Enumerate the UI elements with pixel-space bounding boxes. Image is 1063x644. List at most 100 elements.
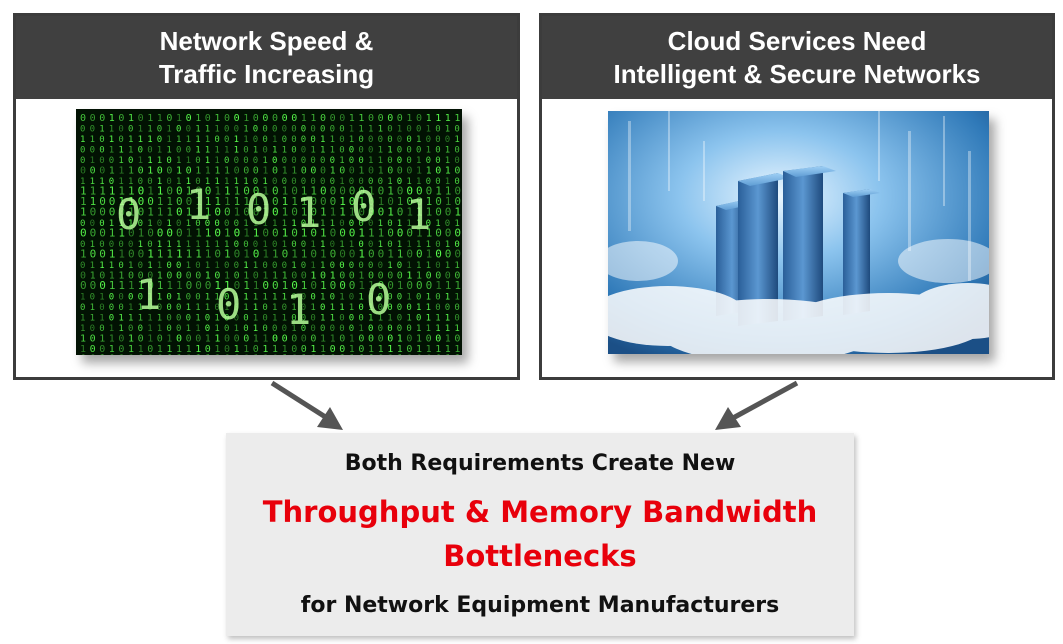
svg-text:0: 0 [282,135,287,145]
svg-text:0: 0 [435,206,442,219]
svg-text:1: 1 [454,344,460,355]
svg-text:1: 1 [166,195,173,208]
svg-text:0: 0 [224,135,229,145]
svg-text:0: 0 [310,206,317,219]
svg-text:0: 0 [358,334,364,345]
svg-text:1: 1 [109,279,116,292]
svg-text:1: 1 [330,166,336,177]
svg-text:0: 0 [301,156,306,166]
svg-text:0: 0 [166,324,171,334]
svg-text:1: 1 [282,185,289,198]
svg-text:1: 1 [90,195,97,208]
svg-text:0: 0 [186,166,192,177]
svg-text:0: 0 [234,240,239,250]
svg-text:0: 0 [358,219,363,229]
svg-text:0: 0 [157,135,162,145]
svg-text:1: 1 [291,324,296,334]
svg-text:1: 1 [262,166,268,177]
svg-text:0: 0 [282,248,289,261]
svg-text:0: 0 [205,185,212,198]
svg-text:0: 0 [310,293,315,303]
svg-text:1: 1 [214,156,219,166]
svg-text:0: 0 [99,156,104,166]
svg-text:0: 0 [406,227,413,240]
svg-text:0: 0 [99,195,106,208]
svg-text:1: 1 [166,206,173,219]
svg-text:0: 0 [330,279,337,292]
svg-text:0: 0 [99,344,105,355]
svg-text:0: 0 [157,125,162,135]
svg-text:1: 1 [166,344,172,355]
svg-text:1: 1 [291,166,297,177]
svg-text:1: 1 [358,279,365,292]
svg-text:0: 0 [310,279,317,292]
svg-text:0: 0 [397,303,402,313]
svg-text:0: 0 [205,279,212,292]
svg-text:1: 1 [378,146,383,156]
svg-text:0: 0 [243,324,248,334]
svg-text:0: 0 [435,240,440,250]
svg-text:0: 0 [176,261,181,271]
svg-text:1: 1 [253,314,258,324]
svg-text:0: 0 [454,314,459,324]
svg-text:0: 0 [387,195,394,208]
svg-text:1: 1 [157,279,164,292]
svg-text:0: 0 [339,113,345,124]
svg-text:1: 1 [320,261,325,271]
svg-text:0: 0 [435,166,441,177]
svg-text:1: 1 [205,125,210,135]
svg-text:0: 0 [282,113,288,124]
svg-text:1: 1 [109,227,116,240]
svg-text:1: 1 [416,344,422,355]
svg-text:1: 1 [186,185,193,198]
svg-text:0: 0 [387,125,392,135]
svg-text:0: 0 [90,206,97,219]
svg-text:0: 0 [138,324,143,334]
svg-text:1: 1 [339,353,346,356]
svg-text:0: 0 [435,271,441,282]
svg-text:0: 0 [291,185,298,198]
svg-text:0: 0 [157,219,162,229]
svg-text:1: 1 [272,344,278,355]
svg-text:1: 1 [416,240,421,250]
svg-text:0: 0 [90,334,96,345]
svg-text:1: 1 [368,279,375,292]
svg-text:0: 0 [435,227,442,240]
svg-text:1: 1 [80,248,87,261]
svg-text:1: 1 [195,195,202,208]
svg-text:0: 0 [397,166,403,177]
svg-text:1: 1 [157,344,163,355]
svg-text:0: 0 [147,303,152,313]
svg-text:0: 0 [109,353,116,356]
svg-text:1: 1 [99,293,104,303]
svg-text:0: 0 [90,248,97,261]
svg-text:1: 1 [397,195,404,208]
svg-text:0: 0 [387,279,394,292]
svg-text:0: 0 [330,156,335,166]
svg-text:0: 0 [253,135,258,145]
svg-text:0: 0 [80,261,85,271]
svg-text:1: 1 [406,293,411,303]
svg-text:0: 0 [310,177,315,187]
svg-text:0: 0 [378,206,385,219]
svg-text:0: 0 [147,227,154,240]
svg-text:0: 0 [301,303,306,313]
svg-text:1: 1 [224,303,229,313]
svg-text:1: 1 [301,353,308,356]
svg-text:0: 0 [262,146,267,156]
svg-text:0: 0 [416,279,423,292]
svg-text:1: 1 [205,156,210,166]
svg-text:0: 0 [253,156,258,166]
svg-text:1: 1 [445,125,450,135]
svg-text:0: 0 [435,177,440,187]
svg-text:0: 0 [166,227,173,240]
svg-text:1: 1 [109,219,114,229]
svg-text:0: 0 [138,166,144,177]
svg-text:0: 0 [339,219,344,229]
svg-text:0: 0 [368,334,374,345]
svg-text:1: 1 [195,135,200,145]
svg-text:0: 0 [186,113,192,124]
svg-text:0: 0 [426,135,431,145]
svg-text:0: 0 [138,334,144,345]
